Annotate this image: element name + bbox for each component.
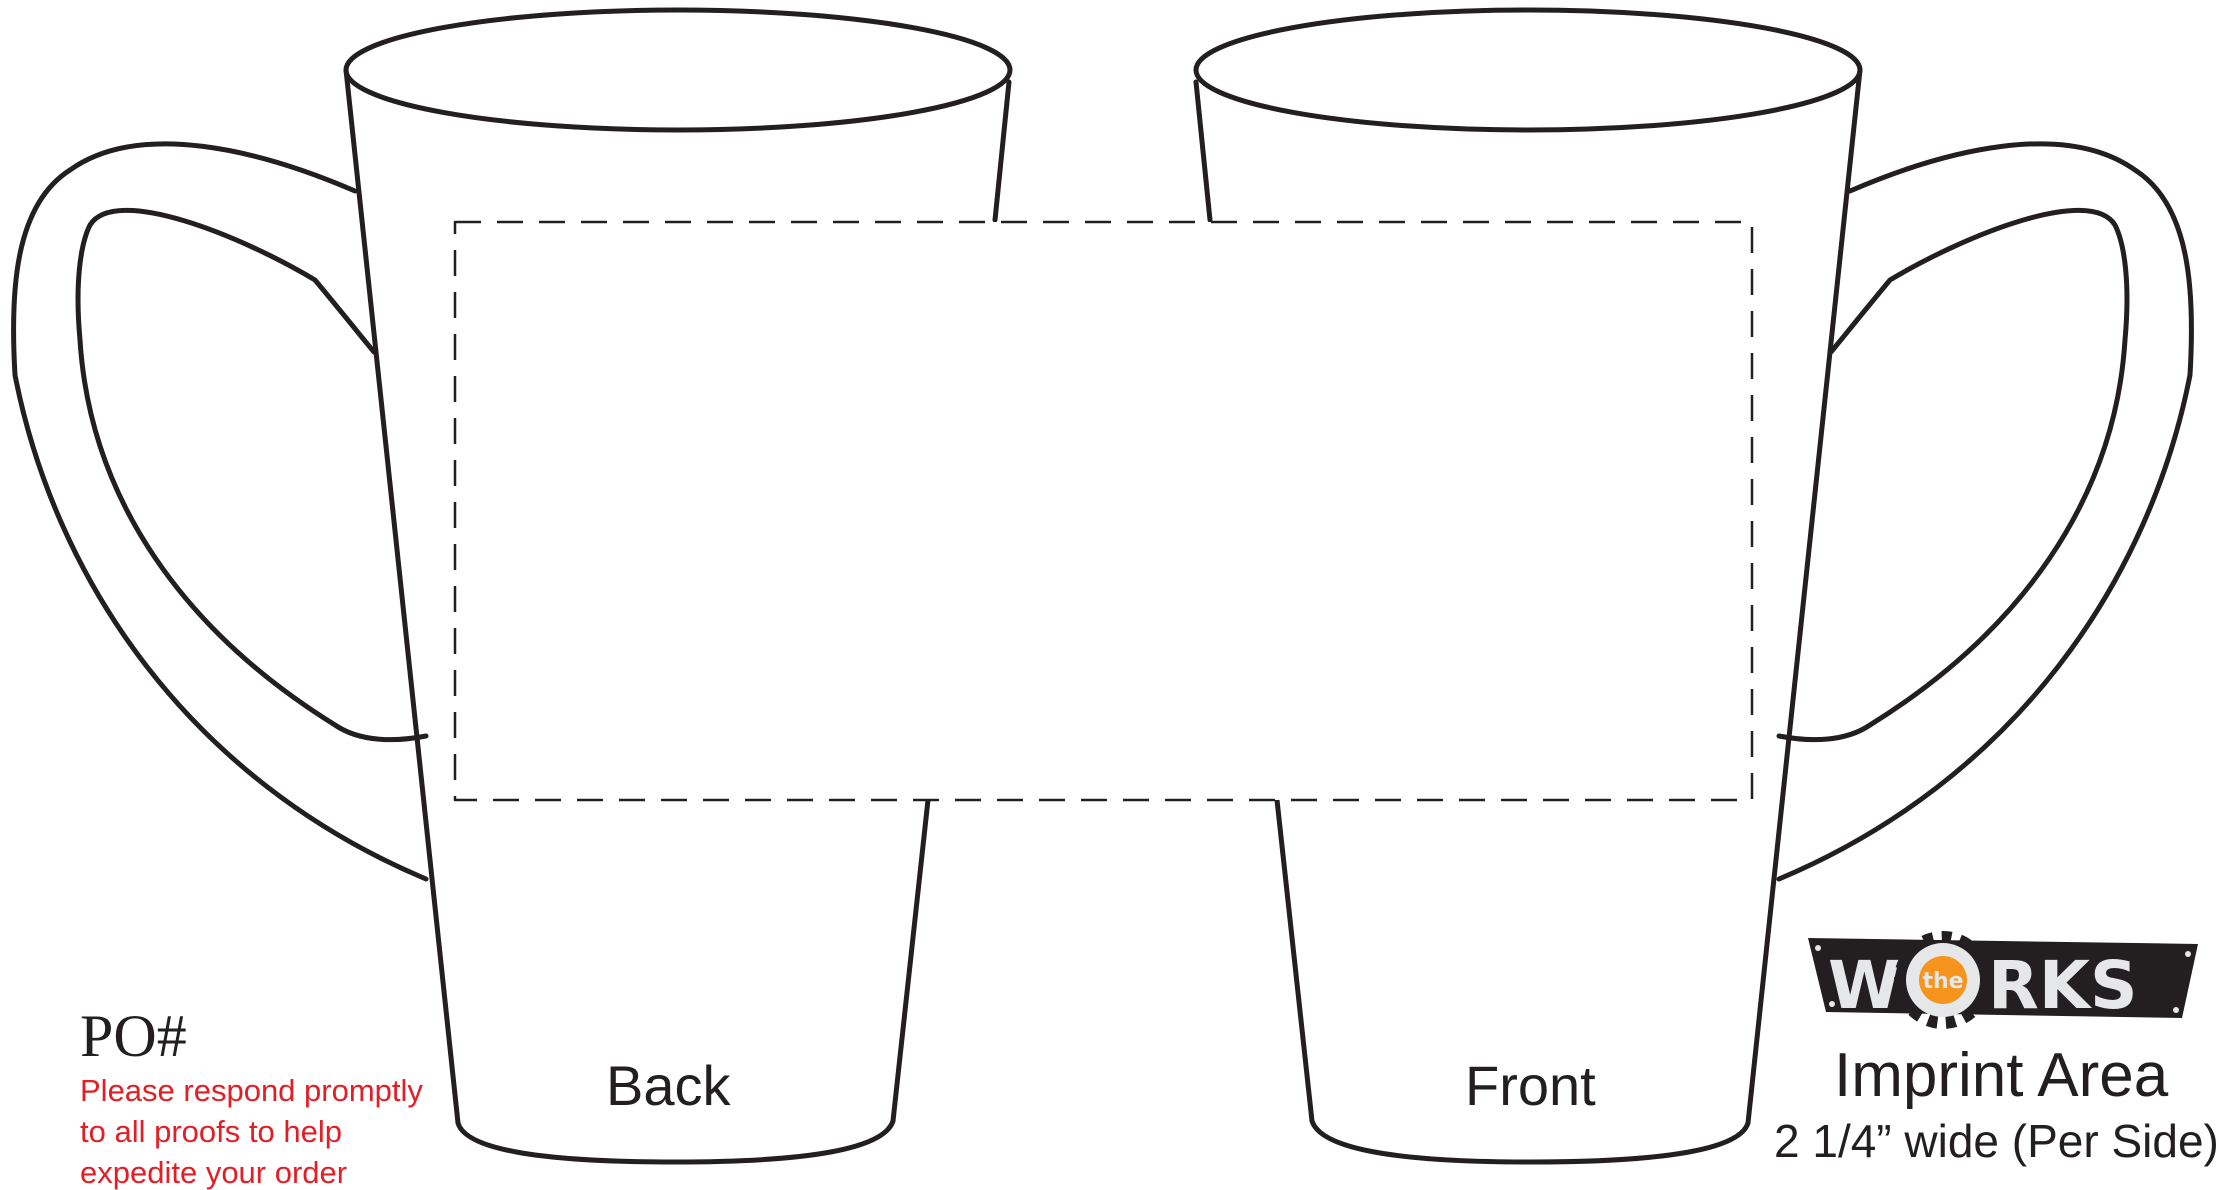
proof-notice-line-1: Please respond promptly <box>80 1073 423 1108</box>
front-mug-outline <box>1193 7 2194 1165</box>
back-mug-handle <box>11 141 429 882</box>
logo-letter-w: W <box>1828 947 1901 1024</box>
proof-notice-line-2: to all proofs to help <box>80 1114 342 1149</box>
logo-gear-icon <box>1894 931 1992 1029</box>
back-view-label: Back <box>606 1054 731 1117</box>
imprint-area-title: Imprint Area <box>1834 1041 2169 1110</box>
the-works-logo: W the RKS <box>1808 931 2198 1029</box>
logo-the: the <box>1922 969 1963 994</box>
back-mug-outline <box>11 7 1013 1165</box>
po-label: PO# <box>80 1003 187 1069</box>
mug-template-drawing <box>11 7 2194 1165</box>
imprint-width: 2 1/4” wide (Per Side) <box>1774 1115 2219 1167</box>
proof-notice-line-3: expedite your order <box>80 1155 348 1190</box>
logo-letters-rks: RKS <box>1988 947 2138 1024</box>
front-mug-handle <box>1776 141 2194 882</box>
back-mug-base <box>455 1118 896 1165</box>
front-mug-rim <box>1193 7 1863 133</box>
imprint-area-guide <box>453 220 1754 802</box>
back-mug-rim <box>343 7 1013 133</box>
front-view-label: Front <box>1465 1054 1596 1117</box>
front-mug-base <box>1309 1118 1751 1165</box>
